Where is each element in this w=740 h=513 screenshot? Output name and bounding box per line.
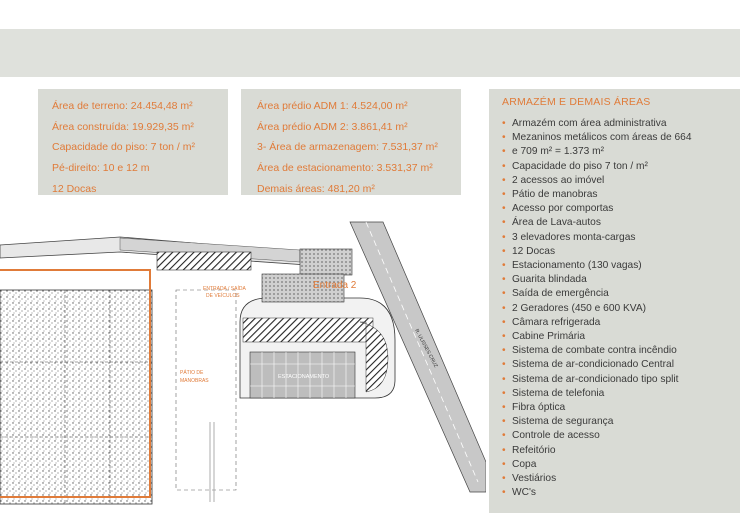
- yard-label-1: PÁTIO DE: [180, 369, 204, 376]
- list-item: Sistema de segurança: [502, 415, 740, 429]
- parking-label: ESTACIONAMENTO: [278, 374, 330, 380]
- header-banner: [0, 29, 740, 77]
- terrain-stats-panel: Área de terreno: 24.454,48 m² Área const…: [38, 89, 228, 195]
- list-item: Controle de acesso: [502, 429, 740, 443]
- list-item: Câmara refrigerada: [502, 316, 740, 330]
- list-item: Vestiários: [502, 472, 740, 486]
- car-wash-block: [299, 248, 353, 276]
- parking-area: [249, 351, 356, 399]
- list-item: Área de Lava-autos: [502, 216, 740, 230]
- vehicles-label: DE VEÍCULOS: [206, 292, 240, 299]
- list-item: Cabine Primária: [502, 330, 740, 344]
- stat-parking-area: Área de estacionamento: 3.531,37 m²: [257, 162, 433, 175]
- list-item: Sistema de ar-condicionado tipo split: [502, 373, 740, 387]
- list-item: Mezaninos metálicos com áreas de 664: [502, 131, 740, 145]
- list-item: Fibra óptica: [502, 401, 740, 415]
- list-item: Guarita blindada: [502, 273, 740, 287]
- street: [349, 221, 486, 493]
- entrance-exit-label: ENTRADA / SAÍDA: [203, 285, 246, 292]
- features-panel: ARMAZÉM E DEMAIS ÁREAS Armazém com área …: [489, 89, 740, 513]
- entrance-2-label: Entrada 2: [313, 280, 357, 291]
- site-plan: Entrada 2 ENTRADA / SAÍDA DE VEÍCULOS PÁ…: [0, 221, 486, 505]
- stat-built-area: Área construída: 19.929,35 m²: [52, 120, 194, 133]
- ramp-curve: [359, 321, 389, 393]
- list-item: Armazém com área administrativa: [502, 117, 740, 131]
- list-item: Pátio de manobras: [502, 188, 740, 202]
- list-item: Saída de emergência: [502, 287, 740, 301]
- list-item: Sistema de telefonia: [502, 387, 740, 401]
- stat-storage-area: 3- Área de armazenagem: 7.531,37 m²: [257, 141, 438, 154]
- list-item: 2 acessos ao imóvel: [502, 174, 740, 188]
- yard-label-2: MANOBRAS: [180, 378, 209, 384]
- list-item: 12 Docas: [502, 245, 740, 259]
- list-item: 3 elevadores monta-cargas: [502, 231, 740, 245]
- orange-boundary: [0, 269, 151, 498]
- yard-outline: [175, 289, 237, 491]
- list-item: Sistema de combate contra incêndio: [502, 344, 740, 358]
- stat-ceiling-height: Pé-direito: 10 e 12 m: [52, 162, 150, 175]
- features-title: ARMAZÉM E DEMAIS ÁREAS: [502, 96, 651, 108]
- stat-adm1-area: Área prédio ADM 1: 4.524,00 m²: [257, 100, 408, 112]
- stat-other-areas: Demais áreas: 481,20 m²: [257, 182, 375, 195]
- warehouse-block: [0, 289, 153, 505]
- list-item: Acesso por comportas: [502, 202, 740, 216]
- list-item: Capacidade do piso 7 ton / m²: [502, 160, 740, 174]
- list-item: Sistema de ar-condicionado Central: [502, 358, 740, 372]
- list-item: e 709 m² = 1.373 m²: [502, 145, 740, 159]
- building-stats-panel: Área prédio ADM 1: 4.524,00 m² Área préd…: [241, 89, 461, 195]
- stat-floor-capacity: Capacidade do piso: 7 ton / m²: [52, 141, 196, 154]
- stat-docks: 12 Docas: [52, 182, 97, 195]
- stat-terrain-area: Área de terreno: 24.454,48 m²: [52, 100, 193, 112]
- ramp-block: [242, 317, 374, 343]
- list-item: 2 Geradores (450 e 600 KVA): [502, 302, 740, 316]
- list-item: Refeitório: [502, 444, 740, 458]
- stat-adm2-area: Área prédio ADM 2: 3.861,41 m²: [257, 120, 408, 133]
- dock-block: [156, 251, 252, 271]
- list-item: Copa: [502, 458, 740, 472]
- guard-house: [261, 273, 345, 303]
- list-item: WC's: [502, 486, 740, 500]
- list-item: Estacionamento (130 vagas): [502, 259, 740, 273]
- features-list: Armazém com área administrativa Mezanino…: [502, 117, 740, 501]
